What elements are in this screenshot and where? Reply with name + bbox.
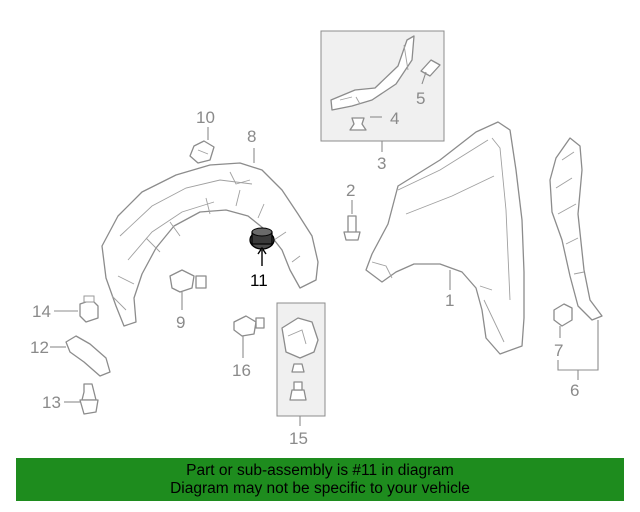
part-6-fender-bracket[interactable] (549, 137, 603, 321)
callout-11: 11 (250, 271, 268, 290)
parts-diagram: 1 2 3 4 5 6 7 8 9 10 11 12 13 14 15 16 (30, 30, 603, 448)
part-15-bracket-set[interactable] (281, 317, 319, 401)
part-8-fender-liner[interactable] (101, 162, 319, 327)
callout-labels: 1 2 3 4 5 6 7 8 9 10 11 12 13 14 15 16 (30, 89, 579, 448)
callout-12: 12 (30, 338, 49, 357)
callout-2: 2 (346, 181, 355, 200)
callout-8: 8 (247, 127, 256, 146)
leader-lines (50, 71, 599, 426)
callout-5: 5 (416, 89, 425, 108)
callout-4: 4 (390, 109, 399, 128)
part-7-clip[interactable] (553, 303, 573, 327)
part-14-clip[interactable] (79, 295, 99, 323)
callout-3: 3 (377, 154, 386, 173)
part-10-clip[interactable] (189, 140, 215, 164)
banner-line-2: Diagram may not be specific to your vehi… (170, 480, 470, 497)
part-2-bolt[interactable] (343, 215, 361, 241)
callout-13: 13 (42, 393, 61, 412)
part-9-clip[interactable] (169, 269, 207, 293)
part-16-clip[interactable] (233, 315, 265, 337)
info-banner: Part or sub-assembly is #11 in diagram D… (16, 458, 624, 501)
part-1-front-fender[interactable] (365, 121, 525, 355)
part-11-grommet[interactable] (249, 227, 275, 250)
callout-15: 15 (289, 429, 308, 448)
part-13-screw[interactable] (79, 383, 99, 415)
part-12-bracket[interactable] (65, 335, 111, 377)
callout-7: 7 (554, 341, 563, 360)
callout-1: 1 (445, 291, 454, 310)
callout-16: 16 (232, 361, 251, 380)
part-3-fender-bracket[interactable] (330, 35, 415, 111)
callout-6: 6 (570, 381, 579, 400)
part-4-clip[interactable] (349, 117, 367, 131)
callout-9: 9 (176, 313, 185, 332)
banner-line-1: Part or sub-assembly is #11 in diagram (186, 462, 454, 479)
callout-10: 10 (196, 108, 215, 127)
callout-14: 14 (32, 302, 51, 321)
